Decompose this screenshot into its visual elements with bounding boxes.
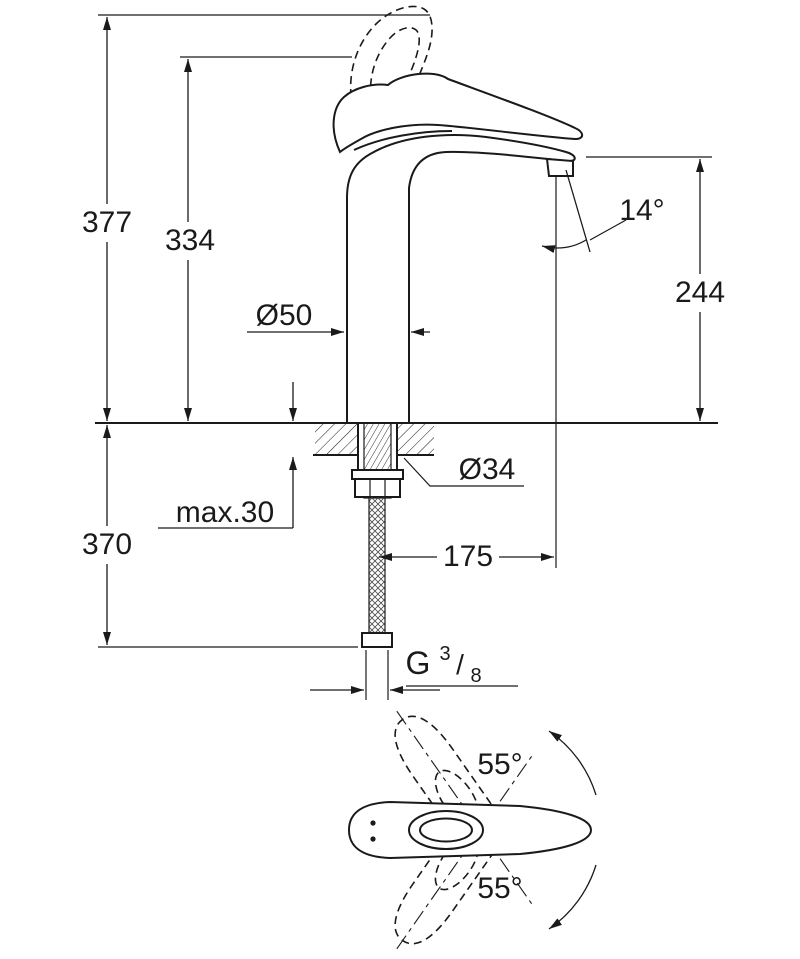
handle-raised-loop — [369, 26, 420, 115]
mounting-hardware — [351, 422, 404, 700]
side-view: 377 334 Ø50 14° 244 Ø34 max.30 370 175 G… — [76, 5, 731, 700]
hose-connector — [361, 632, 393, 648]
dim-g38-label: G 3 / 8 — [406, 643, 482, 687]
bg-334 — [159, 222, 221, 260]
deck-section — [313, 424, 434, 456]
washer — [351, 469, 404, 480]
deck-hatch-left — [315, 424, 357, 454]
dim-244-label: 244 — [675, 276, 725, 309]
d34-leader — [403, 457, 449, 487]
mounting-nut — [354, 478, 401, 498]
handle-loop-outer — [408, 810, 484, 850]
handle-raised-dashed — [349, 5, 433, 123]
bg-370 — [76, 526, 138, 564]
g38-denominator: 8 — [470, 665, 481, 687]
handle-top-solid — [347, 800, 593, 860]
g38-letter: G — [406, 645, 431, 681]
bg-175 — [437, 538, 499, 576]
swivel-arc-lower — [548, 864, 597, 930]
bg-377 — [76, 204, 138, 242]
swivel-arc-upper — [548, 730, 597, 796]
handle-dot-top — [370, 820, 376, 826]
g38-numerator: 3 — [439, 643, 450, 665]
spray-axis-line — [565, 169, 591, 253]
dim-max30-label: max.30 — [176, 496, 274, 529]
upper-handle-outline — [394, 715, 500, 843]
g38-slash: / — [456, 649, 464, 680]
dim-175-label: 175 — [443, 540, 493, 573]
lower-handle-outline — [394, 817, 500, 945]
handle-raised-outline — [349, 5, 433, 123]
angle-14-leader — [589, 219, 627, 241]
supply-hose — [368, 496, 386, 634]
handle-dot-bottom — [370, 836, 376, 842]
bg-244 — [669, 274, 731, 312]
angle-14-arc — [541, 239, 587, 254]
label-backgrounds — [76, 204, 731, 576]
dim-14deg-label: 14° — [619, 194, 664, 227]
faucet-lever — [332, 72, 584, 154]
dim-370-label: 370 — [82, 528, 132, 561]
deck-hatch-right — [397, 424, 434, 454]
handle-loop-inner — [419, 817, 473, 843]
swivel-upper-label: 55° — [477, 748, 522, 781]
top-view: 55° 55° — [347, 710, 597, 950]
swivel-lower-label: 55° — [477, 872, 522, 905]
dim-377-label: 377 — [82, 206, 132, 239]
lever-body-seam — [353, 130, 453, 151]
dim-334-label: 334 — [165, 224, 215, 257]
faucet-body-spout — [346, 133, 576, 424]
dim-d34-label: Ø34 — [459, 453, 516, 486]
aerator-outlet — [545, 157, 574, 177]
dimension-labels: 377 334 Ø50 14° 244 Ø34 max.30 370 175 G… — [82, 194, 725, 687]
dim-d50-label: Ø50 — [256, 299, 313, 332]
